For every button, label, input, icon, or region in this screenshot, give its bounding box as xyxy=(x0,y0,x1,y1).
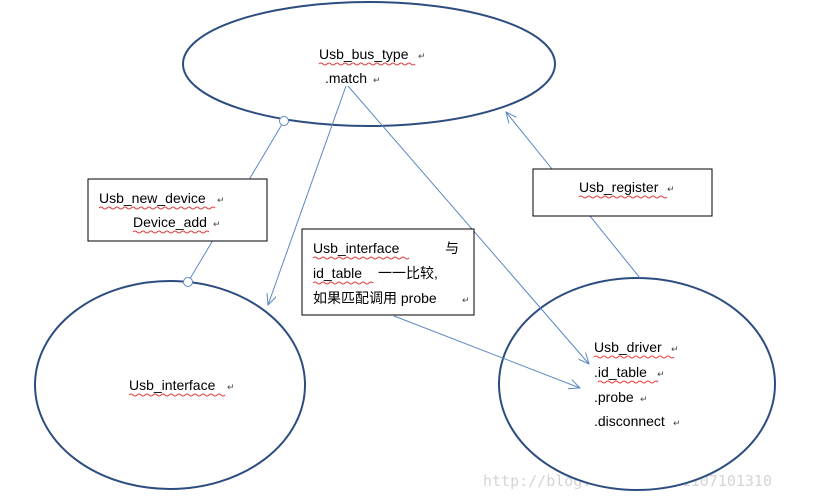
bus-match-label: .match xyxy=(325,70,367,86)
compare-box[interactable] xyxy=(301,228,475,316)
return-mark: ↵ xyxy=(213,220,221,230)
driver-probe-label: .probe xyxy=(594,389,634,405)
compare-probe-label: 如果匹配调用 probe xyxy=(313,290,437,306)
arrow-compare-to-probe xyxy=(393,315,580,388)
return-mark: ↵ xyxy=(373,76,381,86)
spell-underline xyxy=(578,195,668,199)
compare-and-label: 与 xyxy=(445,240,459,256)
bus-title-label: Usb_bus_type xyxy=(319,46,409,62)
register-label: Usb_register xyxy=(579,179,659,195)
return-mark: ↵ xyxy=(418,52,426,62)
arrow-match-to-id-table xyxy=(347,85,589,364)
return-mark: ↵ xyxy=(667,185,675,195)
return-mark: ↵ xyxy=(671,345,679,355)
spell-underline xyxy=(312,256,410,260)
spell-underline xyxy=(312,281,374,285)
usb-interface-node[interactable] xyxy=(34,280,306,490)
interface-title-label: Usb_interface xyxy=(129,377,216,393)
device-add-label: Device_add xyxy=(133,214,207,230)
return-mark: ↵ xyxy=(227,383,235,393)
usb-bus-type-node[interactable] xyxy=(182,1,556,127)
usb-register-box[interactable] xyxy=(532,168,713,217)
compare-id-table-label: id_table xyxy=(313,265,362,281)
connector-dot xyxy=(279,116,289,126)
compare-interface-label: Usb_interface xyxy=(313,240,400,256)
return-mark: ↵ xyxy=(217,196,225,206)
driver-id-table-label: .id_table xyxy=(594,364,647,380)
spell-underline xyxy=(318,62,416,66)
arrow-match-to-interface xyxy=(268,85,347,305)
spell-underline xyxy=(597,380,659,384)
new-device-label: Usb_new_device xyxy=(99,190,206,206)
return-mark: ↵ xyxy=(657,370,665,380)
return-mark: ↵ xyxy=(640,395,648,405)
spell-underline xyxy=(132,230,210,234)
usb-new-device-box[interactable] xyxy=(87,178,268,242)
spell-underline xyxy=(98,206,216,210)
return-mark: ↵ xyxy=(462,296,470,306)
spell-underline xyxy=(593,355,675,359)
usb-driver-node[interactable] xyxy=(498,277,776,491)
connector-dot xyxy=(183,277,193,287)
driver-disconnect-label: .disconnect xyxy=(594,413,665,429)
driver-title-label: Usb_driver xyxy=(594,339,662,355)
spell-underline xyxy=(128,393,226,397)
return-mark: ↵ xyxy=(673,419,681,429)
compare-one-by-one-label: 一一比较, xyxy=(378,265,438,281)
